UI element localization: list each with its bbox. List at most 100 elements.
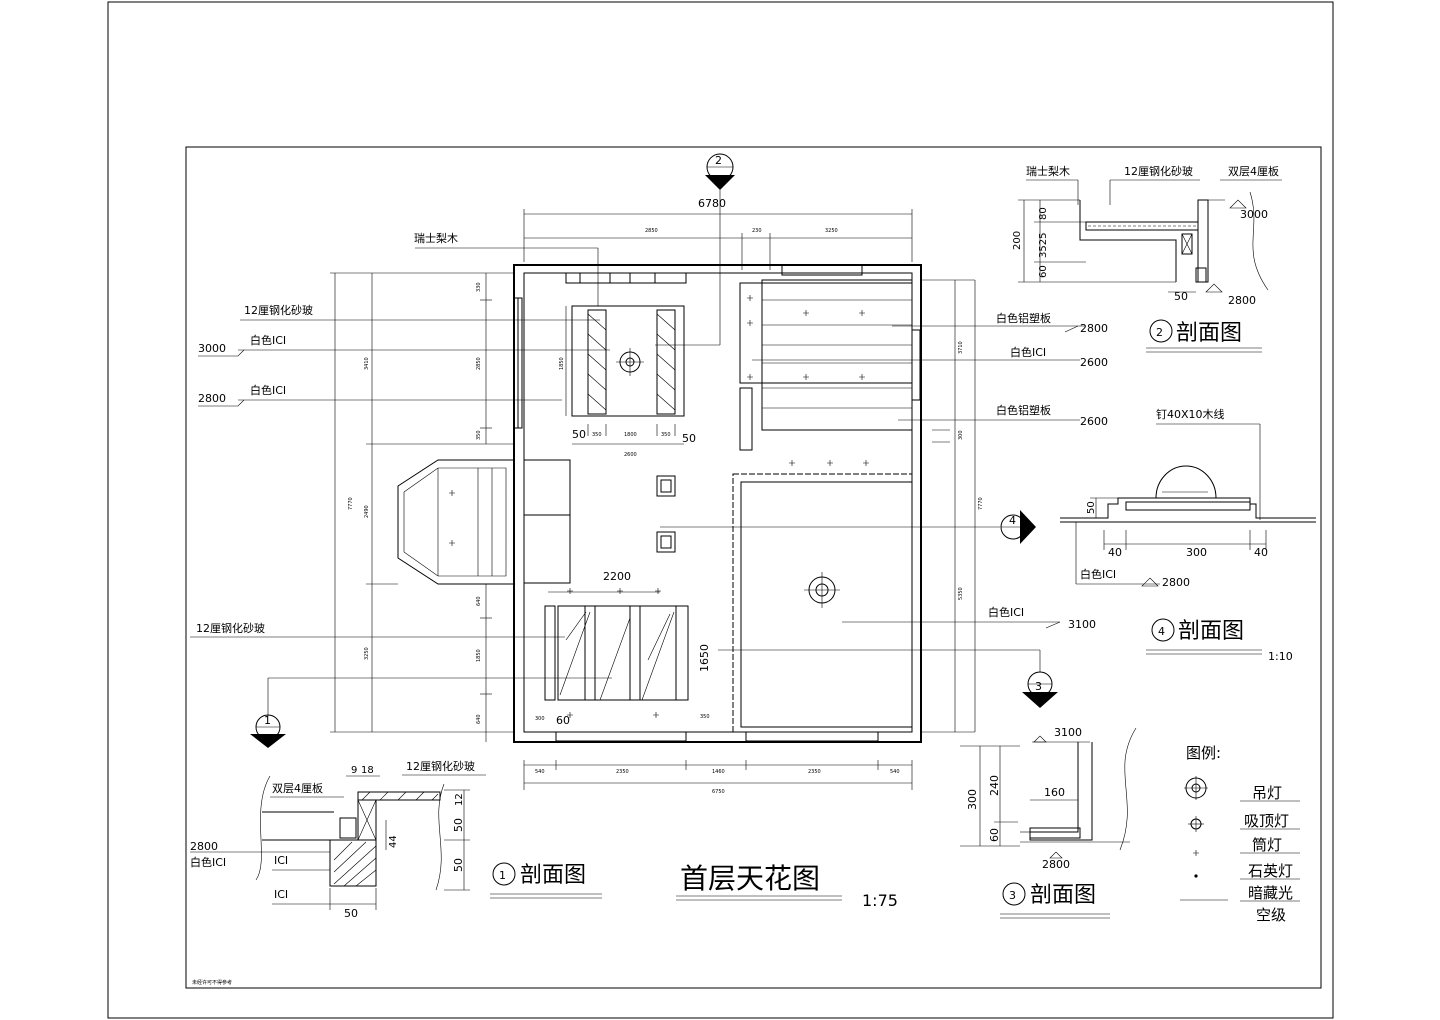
callout-white-alu-1: 白色铝塑板: [996, 311, 1051, 325]
elev-2600-1: 2600: [1080, 356, 1108, 369]
dim-w3: 350: [661, 432, 671, 438]
s3-title: 剖面图: [1030, 883, 1096, 908]
legend: 图例: 吊灯 吸顶灯 筒灯 石英灯 暗藏光 空级: [1180, 744, 1300, 924]
dim-bottom-1: 2350: [616, 769, 629, 775]
s4-scale: 1:10: [1268, 650, 1293, 663]
s2-elev-top: 3000: [1240, 208, 1268, 221]
callout-tempered-glass: 12厘钢化砂玻: [244, 303, 313, 317]
callout-white-ici-2: 白色ICI: [250, 383, 286, 397]
legend-title: 图例:: [1186, 744, 1221, 762]
s1-dim-50a: 50: [452, 818, 465, 832]
dim-w1: 350: [592, 432, 602, 438]
s4-dim-40a: 40: [1108, 546, 1122, 559]
dim-left-d1: 640: [476, 596, 482, 606]
dim-glass-width: 2200: [603, 570, 631, 583]
s4-white-ici: 白色ICI: [1080, 567, 1116, 581]
s2-dim-50: 50: [1174, 290, 1188, 303]
dim-rect-left: 50: [572, 428, 586, 441]
s1-elev: 2800: [190, 840, 218, 853]
dim-left-b: 2490: [364, 505, 370, 518]
elev-3000: 3000: [198, 342, 226, 355]
downlight-icon: [1193, 850, 1199, 856]
s4-title: 剖面图: [1178, 619, 1244, 644]
s2-elev-bot: 2800: [1228, 294, 1256, 307]
s2-dim-80: 80: [1038, 207, 1049, 220]
dim-left-c: 3250: [364, 647, 370, 660]
legend-item-2: 筒灯: [1252, 836, 1282, 854]
callout-white-ici-3: 白色ICI: [1010, 345, 1046, 359]
s2-glass: 12厘钢化砂玻: [1124, 164, 1193, 178]
drawing-title: 首层天花图: [680, 862, 820, 895]
s4-dim-40b: 40: [1254, 546, 1268, 559]
dim-bottom-left: 300: [535, 716, 545, 722]
callout-white-ici-4: 白色ICI: [988, 605, 1024, 619]
dim-left-d3: 640: [476, 714, 482, 724]
dim-left-r1: 330: [476, 282, 482, 292]
elev-2800: 2800: [198, 392, 226, 405]
dim-rect-right: 50: [682, 432, 696, 445]
inner-frame: [185, 146, 1322, 989]
s1-title: 剖面图: [520, 863, 586, 888]
s4-nail: 钉40X10木线: [1156, 407, 1225, 421]
dim-bottom-3: 2350: [808, 769, 821, 775]
s4-dim-50: 50: [1086, 501, 1097, 514]
dim-w-total: 2600: [624, 452, 637, 458]
main-plan: 6780 2850 230 3250 350 180: [190, 153, 1108, 795]
s1-dim-50w: 50: [344, 907, 358, 920]
footnote: 未经许可不得参考: [192, 979, 232, 986]
dim-bottom-4: 540: [890, 769, 900, 775]
dim-sub-right: 3250: [825, 228, 838, 234]
dim-right-total: 7770: [978, 497, 984, 510]
legend-item-0: 吊灯: [1252, 784, 1282, 802]
s2-pear: 瑞士梨木: [1026, 164, 1070, 178]
s1-dim-44: 44: [388, 835, 399, 848]
s3-dim-60: 60: [988, 828, 1001, 842]
marker-1-label: 1: [264, 714, 271, 727]
s3-dim-300: 300: [966, 789, 979, 810]
elev-3100: 3100: [1068, 618, 1096, 631]
s1-glass: 12厘钢化砂玻: [406, 759, 475, 773]
s1-white-ici: 白色ICI: [190, 855, 226, 869]
dim-left-inner: 1850: [559, 357, 565, 370]
legend-item-5: 空级: [1256, 906, 1286, 924]
s2-dim-3525: 3525: [1038, 233, 1049, 258]
legend-item-1: 吸顶灯: [1244, 812, 1289, 830]
dim-right-top: 3710: [958, 341, 964, 354]
legend-item-3: 石英灯: [1248, 862, 1293, 880]
section-2-detail: 瑞士梨木 12厘钢化砂玻 双层4厘板 3000 2800 200 80 3525…: [1012, 164, 1282, 353]
dim-right-low: 5350: [958, 587, 964, 600]
dim-left-r3: 350: [476, 430, 482, 440]
dim-w2: 1800: [624, 432, 637, 438]
s2-dim-60: 60: [1038, 265, 1049, 278]
dim-bottom-2: 1460: [712, 769, 725, 775]
s3-elev-bot: 2800: [1042, 858, 1070, 871]
s3-dim-240: 240: [988, 775, 1001, 796]
callout-white-ici-1: 白色ICI: [250, 333, 286, 347]
s4-dim-300: 300: [1186, 546, 1207, 559]
marker-2-label: 2: [715, 154, 722, 167]
drawing-scale: 1:75: [862, 891, 898, 910]
s2-title: 剖面图: [1176, 321, 1242, 346]
dim-left-total: 7770: [348, 497, 354, 510]
s3-elev-top: 3100: [1054, 726, 1082, 739]
dim-bottom-right: 350: [700, 714, 710, 720]
callout-tempered-glass-alt: 12厘钢化砂玻: [196, 621, 265, 635]
marker-4-label: 4: [1009, 514, 1016, 527]
s3-dim-160: 160: [1044, 786, 1065, 799]
marker-3-label: 3: [1035, 680, 1042, 693]
dim-bottom-0: 540: [535, 769, 545, 775]
s1-num: 1: [499, 869, 506, 882]
s2-num: 2: [1156, 326, 1163, 339]
s1-ici-1: ICI: [274, 854, 288, 867]
s4-num: 4: [1158, 625, 1165, 638]
quartz-lamp-icon: [1194, 874, 1198, 878]
callout-swiss-pear: 瑞士梨木: [414, 231, 458, 245]
dim-bottom-60: 60: [556, 714, 570, 727]
elev-2800-r: 2800: [1080, 322, 1108, 335]
section-4-detail: 钉40X10木线 50 40 300 40 白色ICI 2800 4 剖面图 1…: [1060, 407, 1316, 663]
s1-dim-18: 18: [361, 765, 374, 776]
s1-ici-2: ICI: [274, 888, 288, 901]
s2-board: 双层4厘板: [1228, 164, 1279, 178]
s3-num: 3: [1009, 889, 1016, 902]
elev-2600-2: 2600: [1080, 415, 1108, 428]
